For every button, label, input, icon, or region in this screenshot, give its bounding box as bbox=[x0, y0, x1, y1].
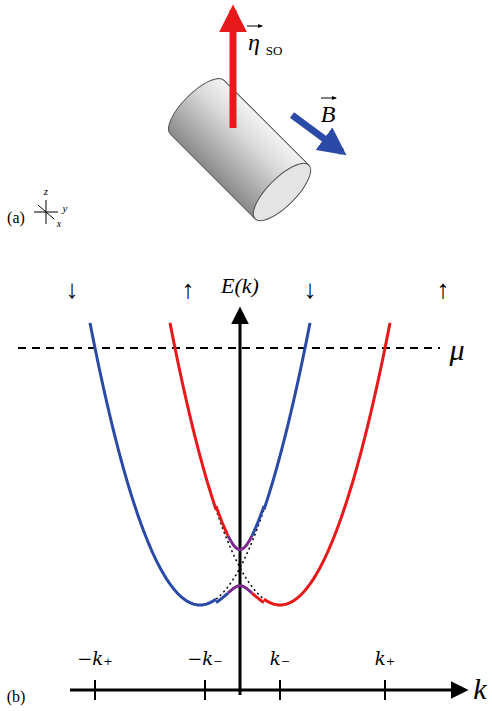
energy-axis bbox=[239, 310, 242, 695]
band-curve bbox=[264, 323, 310, 510]
vector-accent bbox=[247, 26, 262, 27]
spin-label: ↓ bbox=[66, 277, 79, 303]
panel-label: (b) bbox=[7, 689, 26, 705]
panel-label: (a) bbox=[7, 210, 25, 226]
chemical-potential bbox=[18, 347, 440, 349]
k-axis bbox=[70, 689, 465, 692]
band-curve bbox=[228, 536, 252, 550]
band-curve bbox=[216, 504, 266, 600]
subscript: SO bbox=[266, 44, 283, 57]
axis-label: y bbox=[63, 203, 68, 214]
band-curve bbox=[90, 323, 216, 605]
axis-label: E(k) bbox=[221, 275, 259, 297]
band-curve bbox=[216, 506, 228, 536]
band-curve bbox=[264, 323, 390, 605]
band-curve bbox=[170, 323, 216, 510]
spin-label: ↑ bbox=[437, 277, 450, 303]
axes-cross bbox=[34, 200, 58, 224]
spin-label: ↑ bbox=[182, 277, 195, 303]
band-curve bbox=[228, 586, 252, 593]
band-curve bbox=[252, 506, 264, 536]
bands bbox=[90, 323, 390, 605]
vector-symbol: B bbox=[321, 102, 336, 126]
tick-label: −k₋ bbox=[187, 650, 223, 668]
band-curve bbox=[214, 504, 264, 600]
tick-label: k₊ bbox=[375, 650, 395, 668]
tick-label: −k₊ bbox=[77, 650, 113, 668]
vector-symbol: η bbox=[248, 30, 260, 54]
tick-label: k₋ bbox=[270, 650, 290, 668]
level-label: μ bbox=[449, 335, 464, 365]
vector-accent bbox=[321, 98, 336, 99]
so-arrow bbox=[230, 10, 237, 128]
axis-label: k bbox=[473, 674, 486, 704]
axis-label: x bbox=[57, 219, 61, 229]
axis-label: z bbox=[44, 186, 48, 197]
band-curve bbox=[216, 593, 228, 602]
spin-label: ↓ bbox=[304, 277, 317, 303]
band-curve bbox=[252, 593, 264, 602]
ticks bbox=[95, 680, 385, 700]
nanowire bbox=[160, 70, 318, 228]
